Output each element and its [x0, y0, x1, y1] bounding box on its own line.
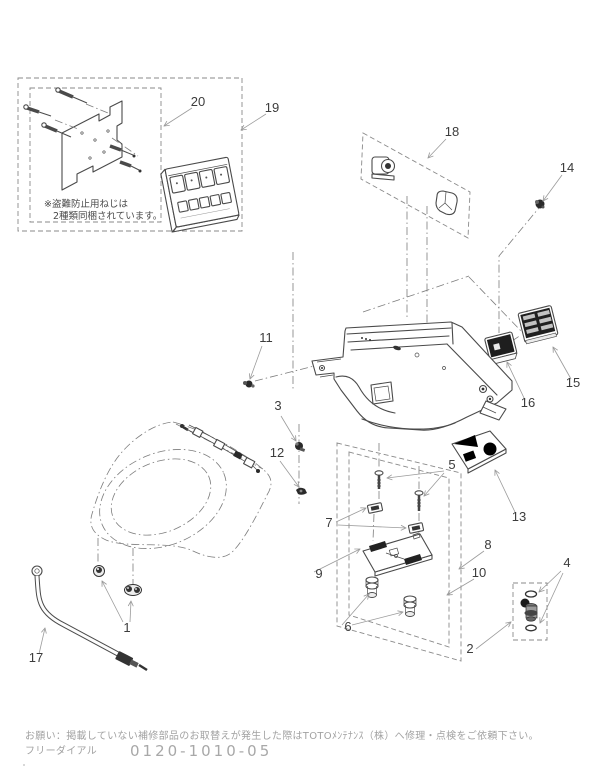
part-label-1: 1 [123, 620, 130, 635]
grille-part-15 [517, 305, 559, 345]
oring-part-4a [524, 590, 538, 598]
seat-harness [180, 424, 260, 473]
page-mark [23, 764, 25, 766]
part-label-11: 11 [259, 330, 273, 345]
remote-kit-dashed-box [17, 77, 243, 232]
part-label-10: 10 [472, 565, 486, 580]
seat [90, 421, 272, 558]
panel-part-16 [484, 331, 518, 366]
part-label-12: 12 [270, 445, 284, 460]
main-unit [311, 321, 513, 431]
part-label-16: 16 [521, 395, 535, 410]
clip-part-7a [366, 502, 384, 514]
anti-theft-note-line1: ※盗難防止用ねじは [44, 198, 128, 210]
part-label-9: 9 [315, 566, 322, 581]
bumper-part-1a [93, 565, 105, 577]
base-plate-part-9 [362, 532, 433, 577]
clip-part-12 [296, 487, 307, 495]
part-label-6: 6 [344, 619, 351, 634]
service-notice-text: お願い：掲載していない補修部品のお取替えが発生した際はTOTOﾒﾝﾃﾅﾝｽ（株）… [25, 729, 539, 742]
fastener-dashed-box-8 [336, 442, 462, 662]
clip-part-7b [407, 522, 425, 534]
part-label-2: 2 [466, 641, 473, 656]
free-dial-label: フリーダイアル [25, 744, 97, 757]
anti-theft-note-line2: 2種類同梱されています。 [53, 210, 162, 222]
screw-part-11 [243, 380, 255, 388]
part-label-17: 17 [29, 650, 43, 665]
part-label-5: 5 [448, 457, 455, 472]
leader-lines [38, 107, 572, 655]
cap-part [435, 190, 458, 216]
part-labels: 1 2 3 4 5 6 7 8 9 10 11 12 13 14 15 16 1… [29, 94, 580, 665]
water-hose [31, 565, 148, 672]
part-label-7: 7 [325, 515, 332, 530]
remote-control [160, 156, 240, 233]
part-label-19: 19 [265, 100, 279, 115]
bumper-part-1b [124, 584, 142, 596]
fastener-dashed-box-10 [348, 451, 450, 648]
part-label-15: 15 [566, 375, 580, 390]
free-dial-number: 0120-1010-05 [130, 742, 272, 760]
part-label-3: 3 [274, 398, 281, 413]
part-label-18: 18 [445, 124, 459, 139]
nut-part-14 [535, 199, 545, 209]
anti-theft-screws [23, 87, 142, 173]
oring-part-4b [525, 624, 537, 632]
grommet-part-6b [403, 595, 417, 617]
screw-part-5a [374, 470, 384, 489]
part-label-13: 13 [512, 509, 526, 524]
valve-part-2 [520, 598, 538, 622]
screw-part-5b [414, 490, 424, 511]
part-label-4: 4 [563, 555, 570, 570]
part-label-14: 14 [560, 160, 574, 175]
mounting-bracket [54, 100, 139, 191]
valve-kit-dashed-box-2 [512, 582, 548, 641]
footer: お願い：掲載していない補修部品のお取替えが発生した際はTOTOﾒﾝﾃﾅﾝｽ（株）… [23, 729, 539, 766]
grommet-part-6a [365, 576, 379, 598]
damper-part [371, 156, 396, 181]
part-label-20: 20 [191, 94, 205, 109]
part-label-8: 8 [484, 537, 491, 552]
clip-part-3 [295, 442, 306, 452]
damper-kit-dashed-box [360, 132, 471, 239]
nameplate-part-13 [451, 430, 507, 474]
construction-lines [97, 196, 544, 585]
